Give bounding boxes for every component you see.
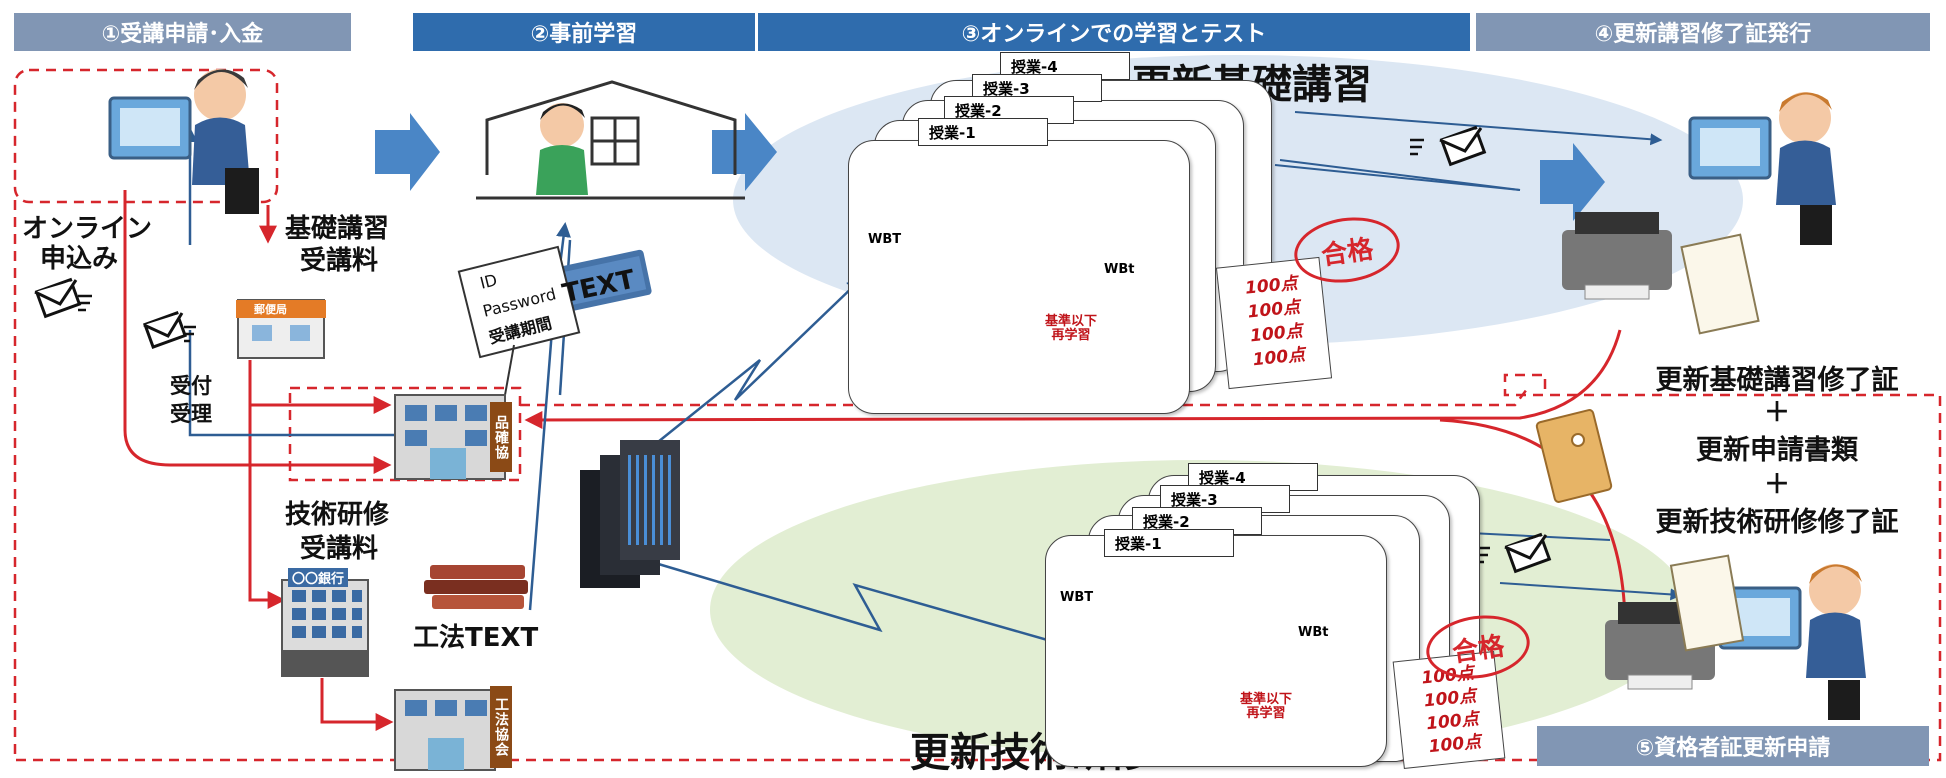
printer-top: [1562, 212, 1672, 300]
post-office-sign: 郵便局: [254, 303, 287, 316]
tech-lesson-tab-1: 授業-1: [1104, 529, 1234, 557]
applicant-dashed-box: [13, 68, 279, 204]
bank-building: [281, 579, 369, 677]
student-illustration: [536, 103, 640, 195]
online-apply-label-2: 申込み: [40, 244, 119, 274]
envelope-basic: [1439, 125, 1487, 167]
tech-fee-label-1: 技術研修: [285, 500, 390, 530]
basic-fee-label-2: 受講料: [300, 246, 379, 276]
kohokai-sign: 工法協会: [490, 686, 512, 768]
envelope-apply: [34, 277, 82, 319]
document-line-2: 更新申請書類: [1696, 435, 1858, 466]
kisokai-building: [394, 394, 506, 480]
document-plus-2: ＋: [1763, 470, 1790, 500]
certificate-bottom: [1669, 554, 1745, 652]
basic-lesson-card-1: [848, 140, 1190, 414]
kisokai-sign: 品確協: [490, 402, 512, 472]
tech-lesson-card-1: [1045, 535, 1387, 767]
recipient-illustration-top: [1688, 92, 1836, 245]
koho-text-label: 工法TEXT: [413, 623, 539, 653]
tech-wbt-left: WBT: [1060, 590, 1094, 605]
basic-wbt-right: WBt: [1104, 262, 1135, 277]
basic-lesson-tab-1: 授業-1: [918, 118, 1048, 146]
post-office-building: [236, 299, 326, 359]
outer-dashed-region: [13, 200, 1942, 762]
basic-fee-label-1: 基礎講習: [285, 214, 390, 244]
receipt-label-1: 受付: [170, 374, 212, 398]
document-envelope-icon: [1535, 409, 1613, 503]
step-arrow-1: [375, 113, 440, 191]
tech-retest-note: 基準以下 再学習: [1240, 692, 1293, 721]
koho-text-books: [424, 565, 528, 609]
kohokai-building: [394, 689, 496, 771]
step-arrow-3: [1540, 143, 1605, 221]
envelope-tech: [1504, 532, 1552, 574]
header-step1: ①受講申請･入金: [14, 13, 351, 51]
basic-retest-note: 基準以下 再学習: [1045, 314, 1098, 343]
header-step4: ④更新講習修了証発行: [1476, 13, 1930, 51]
certificate-top: [1680, 233, 1760, 335]
office-dashed-region: [288, 386, 522, 482]
basic-score-4: 100点: [1251, 344, 1307, 371]
tech-score-4: 100点: [1427, 731, 1483, 758]
document-line-1: 更新基礎講習修了証: [1655, 365, 1899, 396]
receipt-label-2: 受理: [170, 402, 212, 426]
online-apply-label-1: オンライン: [22, 214, 153, 244]
header-step5: ⑤資格者証更新申請: [1537, 726, 1929, 766]
step-arrow-2: [712, 113, 777, 191]
basic-wbt-left: WBT: [868, 232, 902, 247]
header-step3: ③オンラインでの学習とテスト: [758, 13, 1470, 51]
header-step2: ②事前学習: [413, 13, 755, 51]
server-icon: [580, 440, 680, 588]
document-plus-1: ＋: [1763, 398, 1790, 428]
tech-fee-label-2: 受講料: [300, 534, 379, 564]
house-outline: [485, 80, 737, 175]
applicant-illustration: [108, 69, 259, 214]
document-line-3: 更新技術研修修了証: [1655, 507, 1899, 538]
envelope-receipt: [142, 310, 188, 350]
id-card: [457, 245, 581, 359]
bank-sign: 〇〇銀行: [288, 568, 349, 587]
tech-wbt-right: WBt: [1298, 625, 1329, 640]
recipient-illustration-bottom: [1718, 564, 1866, 720]
